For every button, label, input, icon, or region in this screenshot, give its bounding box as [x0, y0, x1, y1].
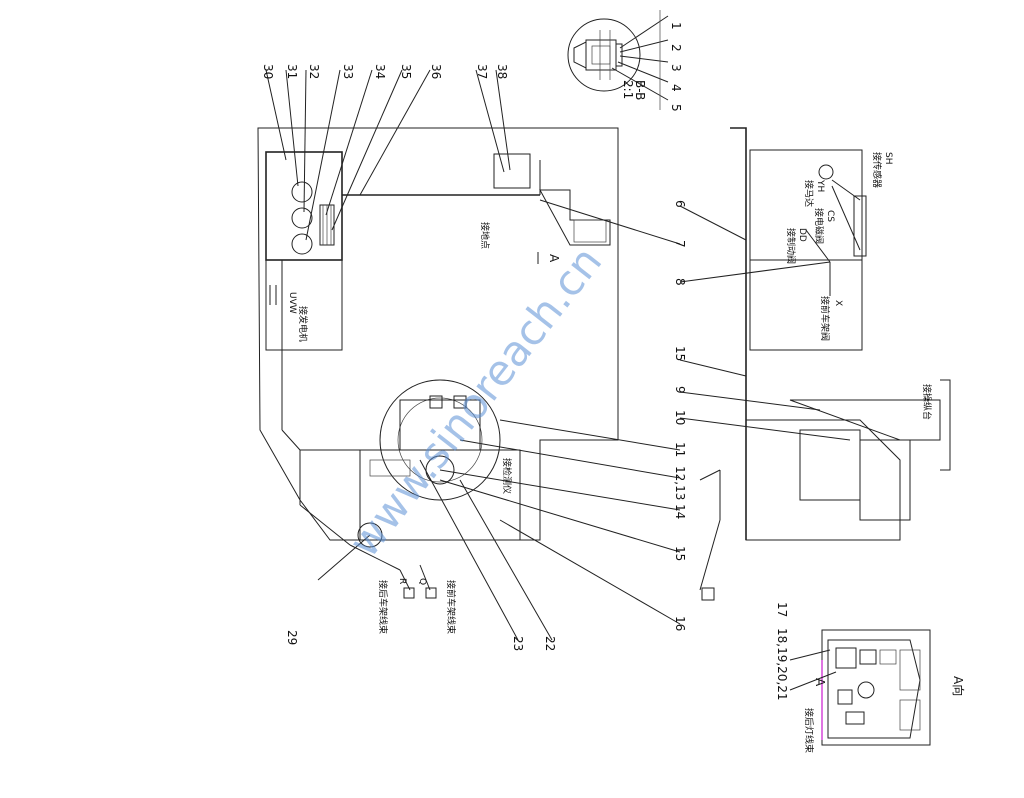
note-to-operator: 接操纵台: [921, 384, 933, 420]
view-marker-a: A: [547, 254, 561, 263]
engine-assembly: [357, 379, 521, 548]
ref-37: 37: [475, 64, 489, 79]
view-a-detail: [789, 629, 931, 746]
ref-7: 7: [673, 240, 687, 248]
ref-23: 23: [511, 636, 525, 651]
ref-14: 14: [673, 504, 687, 519]
harness-branches: [269, 285, 437, 599]
ref-15b: 15: [673, 546, 687, 561]
ref-30: 30: [261, 64, 275, 79]
ref-29: 29: [285, 630, 299, 645]
note-to-valve: 接电磁阀: [813, 208, 825, 244]
note-to-brake: 接制动阀: [785, 228, 797, 264]
ref-34: 34: [373, 64, 387, 79]
view-a-marker: A: [813, 678, 827, 687]
ref-31: 31: [285, 64, 299, 79]
ref-6: 6: [673, 200, 687, 208]
note-tag-yh: YH: [815, 179, 825, 192]
section-label: B-B: [633, 80, 647, 100]
ref-5: 5: [669, 104, 683, 112]
left-leaders: [265, 69, 553, 641]
ref-10: 10: [673, 410, 687, 425]
note-to-sensor: 接传感器: [871, 152, 883, 188]
note-grounding: 接地点: [479, 222, 491, 249]
note-to-generator: 接发电机: [297, 306, 309, 342]
note-to-front-harness: 接前车架线束: [445, 580, 457, 634]
note-tag-cs: CS: [825, 210, 835, 222]
note-to-motor: 接马达: [803, 180, 815, 207]
ref-38: 38: [495, 64, 509, 79]
ref-2: 2: [669, 44, 683, 52]
ref-12-13: 12,13: [673, 466, 687, 500]
note-to-detector: 接检测仪: [501, 458, 513, 494]
ref-3: 3: [669, 64, 683, 72]
view-a-caption: A向: [951, 676, 966, 696]
ref-17: 17: [775, 602, 789, 617]
ref-1: 1: [669, 22, 683, 30]
ref-36: 36: [429, 64, 443, 79]
watermark: www.sinoreach.cn: [339, 237, 611, 566]
note-rear-light: 接后灯线束: [803, 708, 815, 753]
ref-11: 11: [673, 442, 687, 457]
note-tag-dd: DD: [797, 228, 807, 242]
ref-16: 16: [673, 616, 687, 631]
ref-18-21: 18,19,20,21: [775, 628, 789, 701]
note-tag-sh: SH: [883, 152, 893, 164]
ref-35: 35: [399, 64, 413, 79]
section-scale: 2:1: [621, 80, 635, 99]
note-tag-uvw: UVW: [287, 292, 297, 314]
ref-8: 8: [673, 278, 687, 286]
note-tag-q: Q: [417, 578, 427, 585]
ref-4: 4: [669, 84, 683, 92]
note-to-front-valve: 接前车架阀: [819, 296, 831, 341]
note-tag-r: R: [397, 578, 407, 584]
side-view: [699, 127, 951, 601]
ref-9: 9: [673, 386, 687, 394]
ref-22: 22: [543, 636, 557, 651]
section-b-b-detail: 1 2 3 4 5 B-B 2:1: [567, 10, 683, 112]
note-to-rear-harness: 接后车架线束: [377, 580, 389, 634]
ref-15a: 15: [673, 346, 687, 361]
ref-32: 32: [307, 64, 321, 79]
ref-33: 33: [341, 64, 355, 79]
note-tag-x: X: [833, 300, 843, 306]
right-leaders: [439, 199, 851, 625]
